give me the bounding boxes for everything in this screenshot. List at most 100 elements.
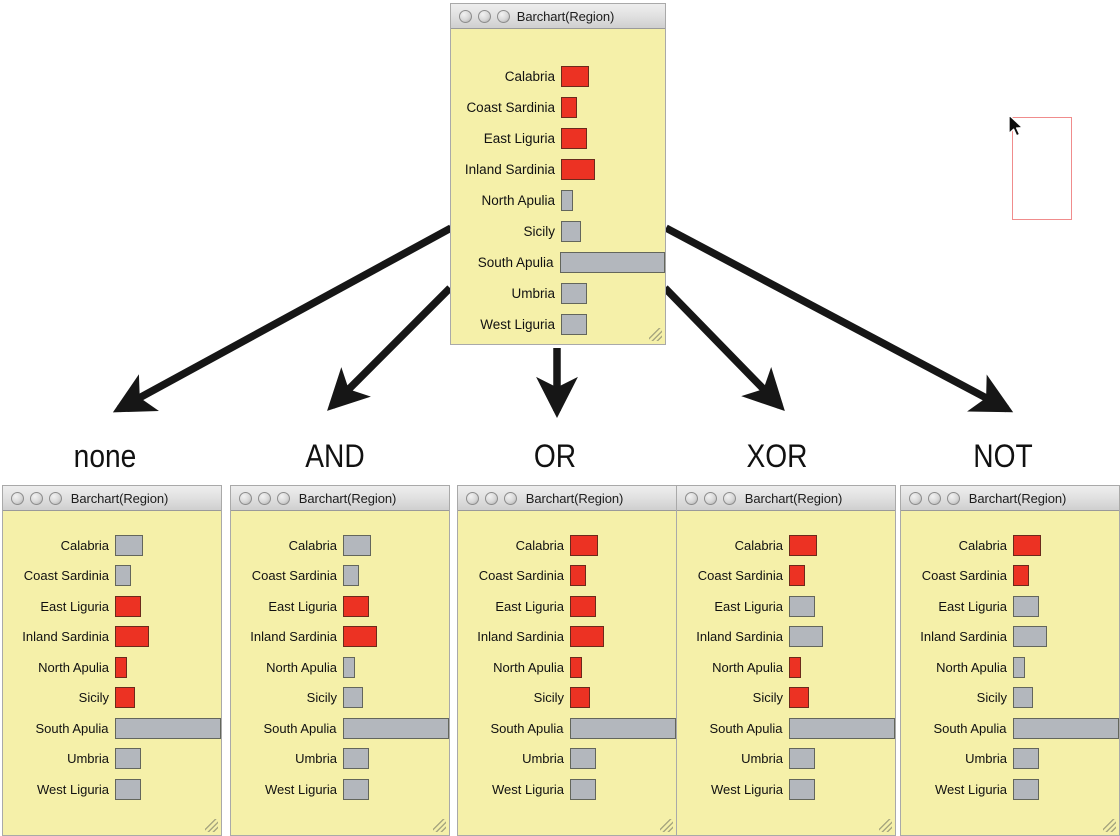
bar-selected[interactable] xyxy=(343,595,369,617)
bar-unselected[interactable] xyxy=(561,221,581,242)
bar-unselected[interactable] xyxy=(1013,778,1039,800)
bar-selected[interactable] xyxy=(789,687,809,709)
bar-selected[interactable] xyxy=(115,687,135,709)
bar-unselected[interactable] xyxy=(789,595,815,617)
bar-row[interactable]: Sicily xyxy=(451,216,665,247)
bar-unselected[interactable] xyxy=(788,717,895,739)
bar-unselected[interactable] xyxy=(1012,717,1119,739)
bar-selected[interactable] xyxy=(789,565,805,587)
bar-selected[interactable] xyxy=(115,595,141,617)
bar-row[interactable]: South Apulia xyxy=(3,713,221,744)
window-titlebar[interactable]: Barchart(Region) xyxy=(3,486,221,511)
minimize-icon[interactable] xyxy=(928,491,941,505)
bar-row[interactable]: Inland Sardinia xyxy=(231,622,449,653)
bar-unselected[interactable] xyxy=(343,565,359,587)
bar-row[interactable]: Coast Sardinia xyxy=(3,561,221,592)
bar-row[interactable]: East Liguria xyxy=(231,591,449,622)
bar-row[interactable]: Calabria xyxy=(451,61,665,92)
bar-unselected[interactable] xyxy=(1013,656,1025,678)
window-control-buttons[interactable] xyxy=(466,491,517,505)
bar-selected[interactable] xyxy=(561,159,595,180)
bar-row[interactable]: North Apulia xyxy=(677,652,895,683)
bar-row[interactable]: Inland Sardinia xyxy=(3,622,221,653)
bar-selected[interactable] xyxy=(570,595,596,617)
bar-selected[interactable] xyxy=(343,626,377,648)
close-icon[interactable] xyxy=(685,491,698,505)
window-control-buttons[interactable] xyxy=(239,491,290,505)
maximize-icon[interactable] xyxy=(497,9,510,23)
bar-unselected[interactable] xyxy=(114,717,221,739)
bar-row[interactable]: Inland Sardinia xyxy=(451,154,665,185)
bar-row[interactable]: Calabria xyxy=(231,530,449,561)
bar-selected[interactable] xyxy=(1013,565,1029,587)
bar-row[interactable]: West Liguria xyxy=(451,309,665,340)
bar-unselected[interactable] xyxy=(343,656,355,678)
bar-row[interactable]: Sicily xyxy=(3,683,221,714)
minimize-icon[interactable] xyxy=(258,491,271,505)
bar-row[interactable]: Coast Sardinia xyxy=(901,561,1119,592)
minimize-icon[interactable] xyxy=(30,491,43,505)
bar-row[interactable]: North Apulia xyxy=(451,185,665,216)
window-control-buttons[interactable] xyxy=(685,491,736,505)
close-icon[interactable] xyxy=(11,491,24,505)
bar-row[interactable]: South Apulia xyxy=(677,713,895,744)
bar-row[interactable]: East Liguria xyxy=(451,123,665,154)
bar-row[interactable]: West Liguria xyxy=(3,774,221,805)
bar-row[interactable]: Coast Sardinia xyxy=(458,561,676,592)
bar-row[interactable]: Sicily xyxy=(677,683,895,714)
bar-unselected[interactable] xyxy=(789,778,815,800)
minimize-icon[interactable] xyxy=(478,9,491,23)
bar-row[interactable]: South Apulia xyxy=(901,713,1119,744)
resize-grip-icon[interactable] xyxy=(433,819,446,832)
bar-row[interactable]: Coast Sardinia xyxy=(451,92,665,123)
resize-grip-icon[interactable] xyxy=(879,819,892,832)
bar-selected[interactable] xyxy=(570,687,590,709)
window-control-buttons[interactable] xyxy=(11,491,62,505)
bar-unselected[interactable] xyxy=(343,748,369,770)
bar-unselected[interactable] xyxy=(561,314,587,335)
maximize-icon[interactable] xyxy=(723,491,736,505)
bar-unselected[interactable] xyxy=(569,717,676,739)
bar-row[interactable]: East Liguria xyxy=(458,591,676,622)
bar-row[interactable]: Umbria xyxy=(901,744,1119,775)
bar-row[interactable]: North Apulia xyxy=(3,652,221,683)
bar-row[interactable]: East Liguria xyxy=(3,591,221,622)
maximize-icon[interactable] xyxy=(947,491,960,505)
bar-unselected[interactable] xyxy=(789,626,823,648)
bar-selected[interactable] xyxy=(561,128,587,149)
bar-row[interactable]: Inland Sardinia xyxy=(677,622,895,653)
bar-row[interactable]: Umbria xyxy=(451,278,665,309)
bar-row[interactable]: South Apulia xyxy=(451,247,665,278)
resize-grip-icon[interactable] xyxy=(205,819,218,832)
bar-selected[interactable] xyxy=(789,534,817,556)
resize-grip-icon[interactable] xyxy=(649,328,662,341)
bar-unselected[interactable] xyxy=(1013,595,1039,617)
maximize-icon[interactable] xyxy=(277,491,290,505)
bar-selected[interactable] xyxy=(570,656,582,678)
bar-unselected[interactable] xyxy=(115,778,141,800)
bar-unselected[interactable] xyxy=(343,778,369,800)
bar-unselected[interactable] xyxy=(561,283,587,304)
bar-selected[interactable] xyxy=(570,626,604,648)
window-titlebar[interactable]: Barchart(Region) xyxy=(677,486,895,511)
minimize-icon[interactable] xyxy=(704,491,717,505)
bar-row[interactable]: Calabria xyxy=(3,530,221,561)
bar-row[interactable]: Sicily xyxy=(458,683,676,714)
bar-row[interactable]: South Apulia xyxy=(458,713,676,744)
bar-row[interactable]: Coast Sardinia xyxy=(231,561,449,592)
bar-unselected[interactable] xyxy=(789,748,815,770)
bar-unselected[interactable] xyxy=(1013,687,1033,709)
window-titlebar[interactable]: Barchart(Region) xyxy=(231,486,449,511)
bar-unselected[interactable] xyxy=(343,534,371,556)
bar-row[interactable]: Umbria xyxy=(677,744,895,775)
bar-row[interactable]: West Liguria xyxy=(677,774,895,805)
